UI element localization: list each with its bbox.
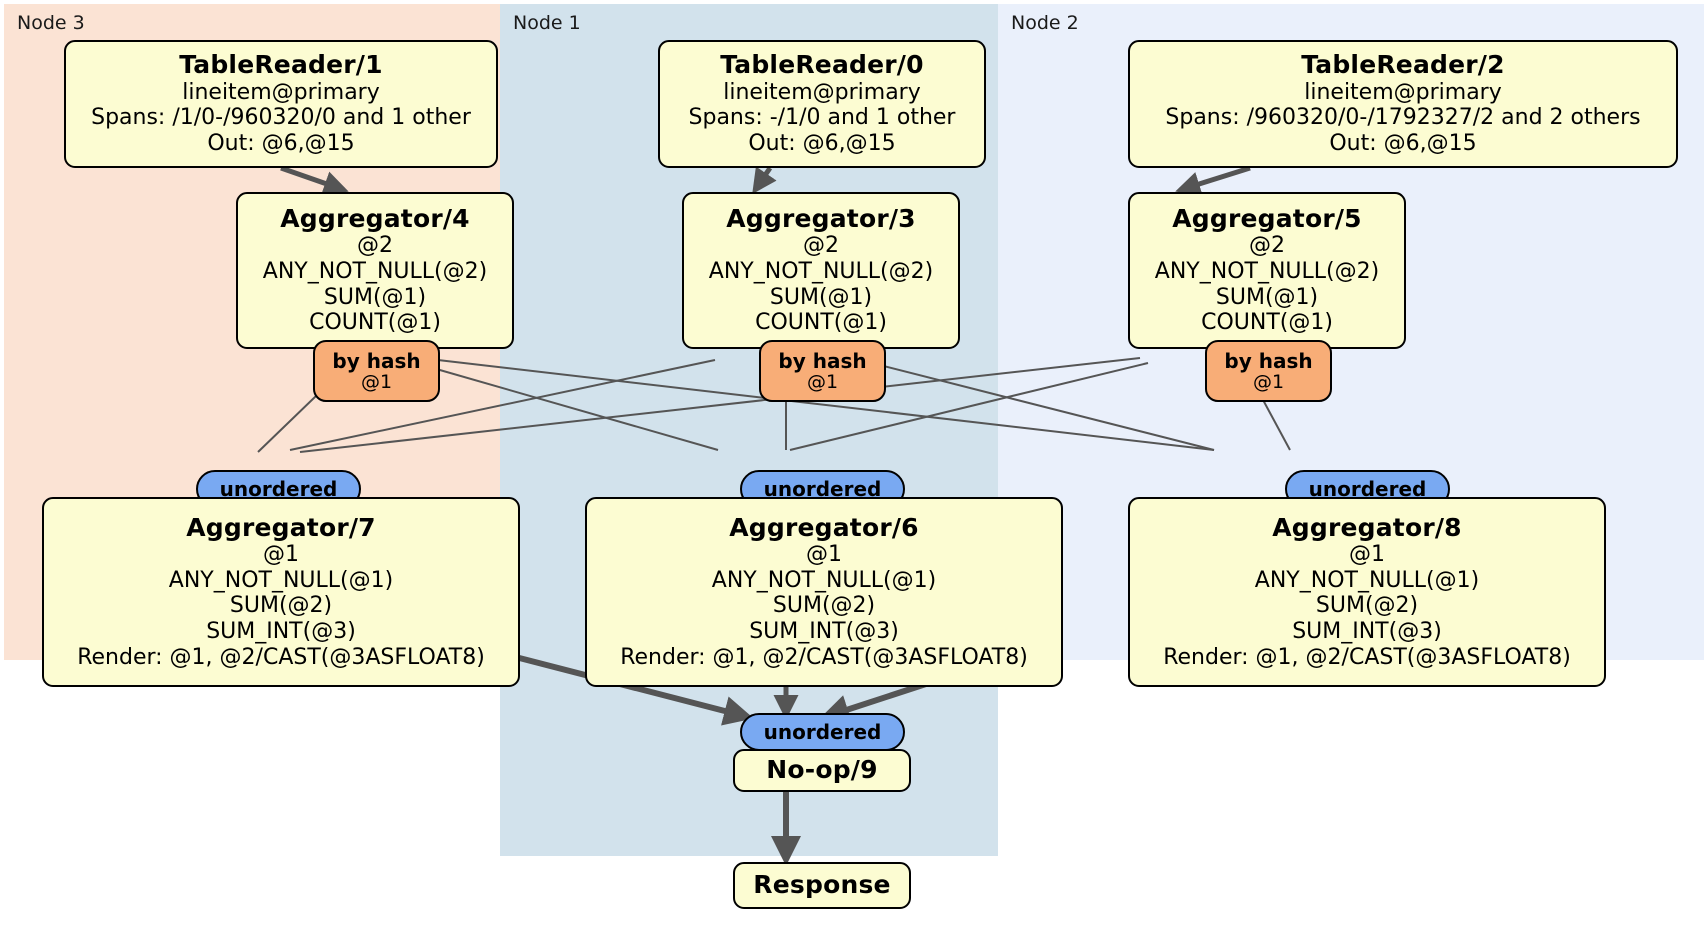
box-line: SUM_INT(@3) [749, 618, 899, 644]
box-line: COUNT(@1) [1201, 310, 1333, 336]
box-line: lineitem@primary [723, 79, 921, 105]
box-line: lineitem@primary [1304, 79, 1502, 105]
badge-by-hash-right[interactable]: by hash @1 [1205, 340, 1332, 402]
badge-label: by hash [1224, 348, 1313, 373]
box-line: ANY_NOT_NULL(@2) [1154, 258, 1380, 284]
badge-label: by hash [332, 348, 421, 373]
badge-sublabel: @1 [806, 370, 839, 393]
box-line: @1 [263, 541, 299, 567]
box-line: SUM(@1) [1215, 284, 1319, 310]
box-title: Aggregator/4 [280, 203, 470, 233]
box-aggregator-8[interactable]: Aggregator/8 @1 ANY_NOT_NULL(@1) SUM(@2)… [1128, 497, 1606, 687]
box-aggregator-3[interactable]: Aggregator/3 @2 ANY_NOT_NULL(@2) SUM(@1)… [682, 192, 960, 349]
box-title: Aggregator/3 [726, 203, 916, 233]
panel-label-node-2: Node 2 [1011, 12, 1079, 34]
box-line: Out: @6,@15 [207, 130, 355, 156]
box-line: ANY_NOT_NULL(@2) [262, 258, 488, 284]
badge-label: unordered [763, 477, 882, 501]
box-line: SUM(@2) [229, 593, 333, 619]
box-line: SUM(@1) [323, 284, 427, 310]
box-line: SUM(@2) [1315, 593, 1419, 619]
badge-label: by hash [778, 348, 867, 373]
box-tablereader-1[interactable]: TableReader/1 lineitem@primary Spans: /1… [64, 40, 498, 168]
panel-label-node-3: Node 3 [17, 12, 85, 34]
box-aggregator-4[interactable]: Aggregator/4 @2 ANY_NOT_NULL(@2) SUM(@1)… [236, 192, 514, 349]
badge-label: unordered [763, 720, 882, 744]
box-line: ANY_NOT_NULL(@1) [168, 567, 394, 593]
box-line: SUM_INT(@3) [1292, 618, 1442, 644]
box-title: TableReader/2 [1301, 50, 1505, 80]
box-line: ANY_NOT_NULL(@1) [1254, 567, 1480, 593]
box-line: COUNT(@1) [309, 310, 441, 336]
box-line: Render: @1, @2/CAST(@3ASFLOAT8) [620, 644, 1028, 670]
box-noop-9[interactable]: No-op/9 [733, 749, 911, 792]
badge-label: unordered [1308, 477, 1427, 501]
badge-by-hash-center[interactable]: by hash @1 [759, 340, 886, 402]
box-line: @1 [806, 541, 842, 567]
box-title: Aggregator/5 [1172, 203, 1362, 233]
box-line: Out: @6,@15 [748, 130, 896, 156]
box-line: Out: @6,@15 [1329, 130, 1477, 156]
badge-sublabel: @1 [360, 370, 393, 393]
box-line: SUM(@2) [772, 593, 876, 619]
box-line: @2 [1249, 233, 1285, 259]
badge-by-hash-left[interactable]: by hash @1 [313, 340, 440, 402]
badge-label: unordered [219, 477, 338, 501]
box-title: Aggregator/7 [186, 512, 376, 542]
box-tablereader-2[interactable]: TableReader/2 lineitem@primary Spans: /9… [1128, 40, 1678, 168]
box-line: ANY_NOT_NULL(@1) [711, 567, 937, 593]
box-aggregator-6[interactable]: Aggregator/6 @1 ANY_NOT_NULL(@1) SUM(@2)… [585, 497, 1063, 687]
box-title: TableReader/1 [179, 50, 383, 80]
box-response[interactable]: Response [733, 862, 911, 909]
box-line: SUM(@1) [769, 284, 873, 310]
box-line: Render: @1, @2/CAST(@3ASFLOAT8) [1163, 644, 1571, 670]
box-title: Aggregator/8 [1272, 512, 1462, 542]
box-line: @2 [803, 233, 839, 259]
box-line: Spans: -/1/0 and 1 other [688, 105, 956, 131]
box-aggregator-5[interactable]: Aggregator/5 @2 ANY_NOT_NULL(@2) SUM(@1)… [1128, 192, 1406, 349]
box-title: TableReader/0 [720, 50, 924, 80]
box-line: @2 [357, 233, 393, 259]
box-line: Spans: /1/0-/960320/0 and 1 other [91, 105, 471, 131]
badge-unordered-final[interactable]: unordered [740, 713, 905, 751]
box-tablereader-0[interactable]: TableReader/0 lineitem@primary Spans: -/… [658, 40, 986, 168]
box-line: lineitem@primary [182, 79, 380, 105]
box-title: Response [753, 870, 891, 900]
badge-sublabel: @1 [1252, 370, 1285, 393]
box-line: COUNT(@1) [755, 310, 887, 336]
box-title: Aggregator/6 [729, 512, 919, 542]
box-title: No-op/9 [766, 755, 878, 785]
box-line: Spans: /960320/0-/1792327/2 and 2 others [1165, 105, 1641, 131]
panel-label-node-1: Node 1 [513, 12, 581, 34]
box-line: @1 [1349, 541, 1385, 567]
box-line: Render: @1, @2/CAST(@3ASFLOAT8) [77, 644, 485, 670]
box-aggregator-7[interactable]: Aggregator/7 @1 ANY_NOT_NULL(@1) SUM(@2)… [42, 497, 520, 687]
box-line: ANY_NOT_NULL(@2) [708, 258, 934, 284]
box-line: SUM_INT(@3) [206, 618, 356, 644]
